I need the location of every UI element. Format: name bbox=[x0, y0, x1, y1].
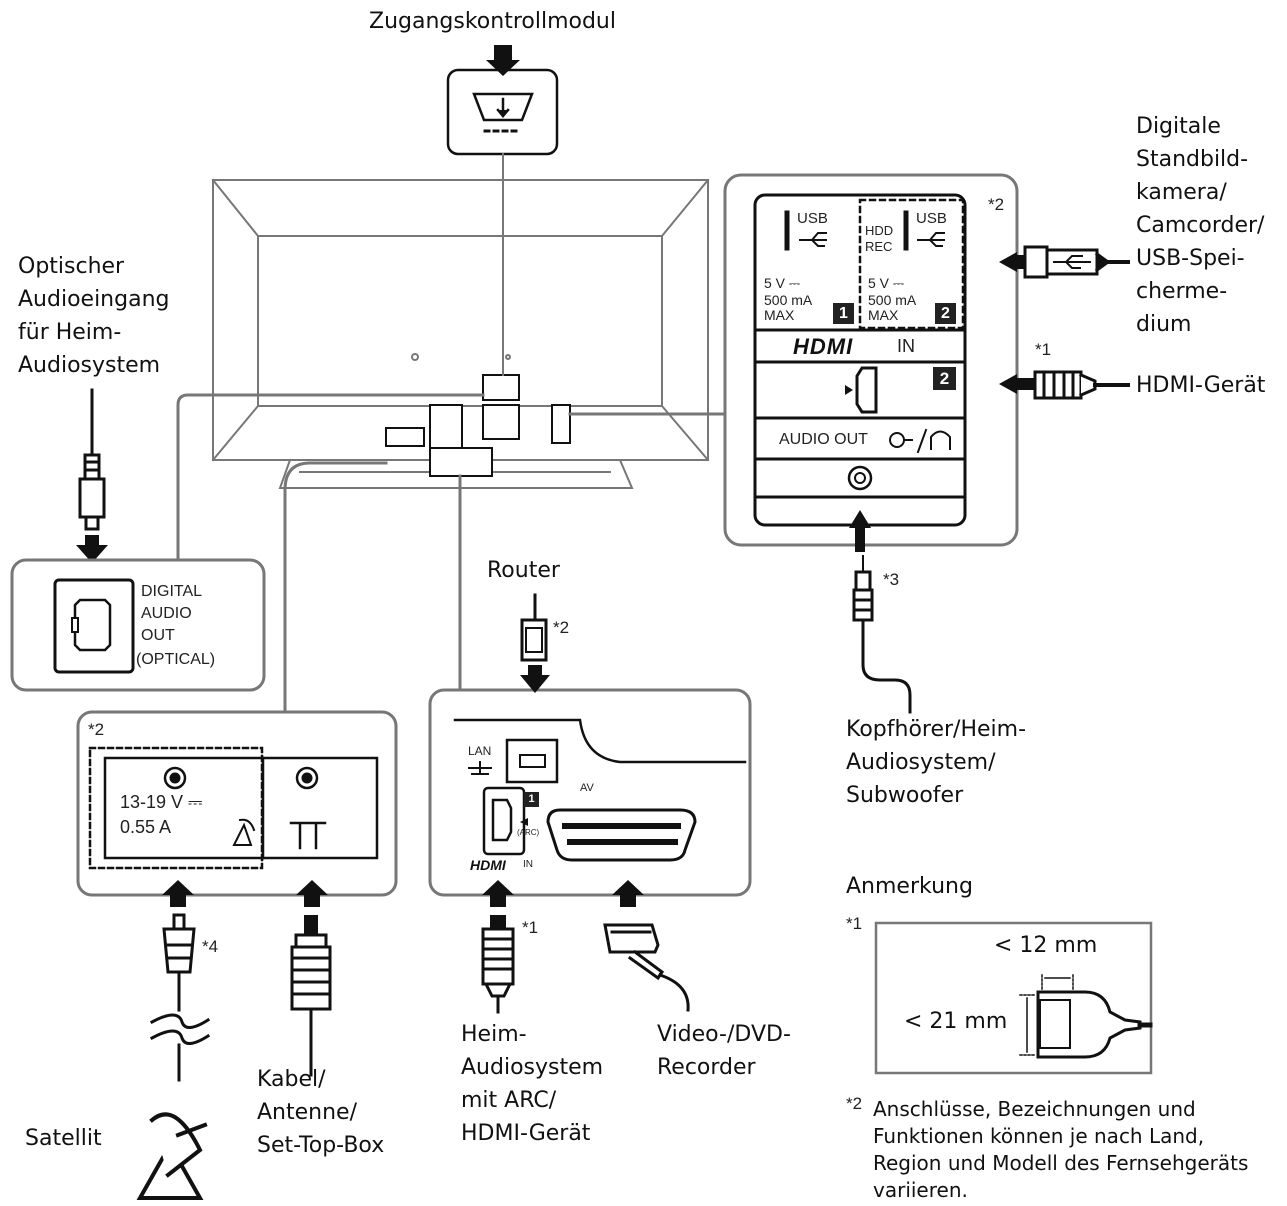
tv-rear bbox=[211, 178, 710, 489]
note-text-3: Region und Modell des Fernsehgeräts bbox=[873, 1151, 1249, 1175]
usb-device-label-7: dium bbox=[1136, 312, 1192, 337]
usb2-current: 500 mA bbox=[868, 292, 917, 308]
usb-device-label-4: Camcorder/ bbox=[1136, 213, 1265, 238]
usb1-power: 5 V ⎓ bbox=[764, 275, 801, 291]
arc-label-2: Audiosystem bbox=[461, 1055, 604, 1080]
note-width: < 12 mm bbox=[994, 933, 1098, 958]
note-box bbox=[874, 921, 1153, 1075]
arc-label-4: HDMI-Gerät bbox=[461, 1121, 591, 1146]
note-text-2: Funktionen können je nach Land, bbox=[873, 1124, 1205, 1148]
usb-device-label-1: Digitale bbox=[1136, 114, 1221, 139]
antenna-panel bbox=[76, 461, 398, 897]
tv-terminals bbox=[385, 374, 571, 477]
note-title: Anmerkung bbox=[846, 874, 973, 899]
hdmi1-logo: HDMI bbox=[470, 857, 506, 873]
hdmi1-number-badge: 1 bbox=[524, 792, 539, 807]
usb2-power: 5 V ⎓ bbox=[868, 275, 905, 291]
optical-section bbox=[10, 388, 485, 692]
cam-arrow bbox=[486, 45, 520, 76]
arc-label-1: Heim- bbox=[461, 1022, 527, 1047]
sat-current: 0.55 A bbox=[120, 817, 172, 837]
router-ref: *2 bbox=[553, 618, 570, 637]
hdmi1-in: IN bbox=[523, 859, 533, 870]
usb1-current: 500 mA bbox=[764, 292, 813, 308]
usb-ref: *2 bbox=[988, 195, 1005, 214]
center-panel bbox=[428, 474, 752, 897]
usb1-max: MAX bbox=[764, 307, 795, 323]
arc-label-3: mit ARC/ bbox=[461, 1088, 557, 1113]
router-plug bbox=[520, 593, 550, 693]
usb-device-label-2: Standbild- bbox=[1136, 147, 1249, 172]
satellite-dish bbox=[136, 1112, 208, 1200]
audio-out-label: AUDIO OUT bbox=[779, 431, 868, 448]
usb2-number-badge: 2 bbox=[935, 303, 956, 324]
usb2-rec: REC bbox=[865, 239, 893, 254]
usb-cable bbox=[999, 245, 1130, 279]
arc-port-label: (ARC) bbox=[517, 828, 540, 837]
optical-label-3: für Heim- bbox=[18, 320, 122, 345]
optical-label-1: Optischer bbox=[18, 254, 125, 279]
usb-device-label-5: USB-Spei- bbox=[1136, 246, 1245, 271]
cable-label-2: Antenne/ bbox=[257, 1100, 357, 1125]
sat-voltage: 13-19 V ⎓ bbox=[120, 792, 203, 812]
headphones-label-3: Subwoofer bbox=[846, 783, 964, 808]
usb1-label: USB bbox=[797, 210, 828, 227]
hdmi2-number-badge: 2 bbox=[933, 367, 956, 390]
av-label: AV bbox=[580, 782, 594, 794]
lan-label: LAN bbox=[468, 744, 492, 758]
antenna-panel-ref: *2 bbox=[88, 720, 105, 739]
recorder-label-1: Video-/DVD- bbox=[657, 1022, 791, 1047]
cable-label-1: Kabel/ bbox=[257, 1067, 326, 1092]
usb2-label: USB bbox=[916, 210, 947, 227]
cable-label-3: Set-Top-Box bbox=[257, 1133, 385, 1158]
sat-connector bbox=[149, 880, 211, 1082]
hdmi-ref: *1 bbox=[1035, 340, 1052, 359]
audio-out-ref: *3 bbox=[883, 570, 900, 589]
digital-label-3: OUT bbox=[141, 627, 175, 644]
usb-device-label-3: kamera/ bbox=[1136, 180, 1227, 205]
arc-ref: *1 bbox=[522, 918, 539, 937]
note-text-4: variieren. bbox=[873, 1178, 968, 1202]
usb2-max: MAX bbox=[868, 307, 899, 323]
recorder-label-2: Recorder bbox=[657, 1055, 756, 1080]
hdmi-cable bbox=[999, 370, 1130, 400]
hdmi-device-label: HDMI-Gerät bbox=[1136, 373, 1266, 398]
scart-cable bbox=[603, 880, 690, 1012]
audio-cable bbox=[849, 510, 912, 714]
usb-device-label-6: cherme- bbox=[1136, 279, 1228, 304]
note-height: < 21 mm bbox=[904, 1009, 1008, 1034]
hdmi2-in: IN bbox=[897, 336, 915, 356]
digital-label-1: DIGITAL bbox=[141, 583, 203, 600]
sat-ref: *4 bbox=[202, 937, 219, 956]
cam-slot bbox=[446, 68, 559, 376]
satellite-label: Satellit bbox=[25, 1126, 102, 1151]
cam-label: Zugangskontrollmodul bbox=[369, 9, 616, 34]
arc-hdmi-cable bbox=[481, 880, 515, 1014]
headphones-label-2: Audiosystem/ bbox=[846, 750, 996, 775]
optical-port-label: (OPTICAL) bbox=[136, 651, 216, 668]
side-panel bbox=[723, 173, 1019, 547]
headphones-label-1: Kopfhörer/Heim- bbox=[846, 717, 1027, 742]
usb2-hdd: HDD bbox=[865, 223, 894, 238]
digital-label-2: AUDIO bbox=[141, 605, 192, 622]
router-label: Router bbox=[487, 558, 560, 583]
optical-label-2: Audioeingang bbox=[18, 287, 170, 312]
usb1-number-badge: 1 bbox=[833, 303, 854, 324]
note-ref-2: *2 bbox=[846, 1094, 863, 1113]
note-text-1: Anschlüsse, Bezeichnungen und bbox=[873, 1097, 1196, 1121]
note-ref-1: *1 bbox=[846, 914, 863, 933]
hdmi2-logo: HDMI bbox=[793, 334, 854, 359]
optical-label-4: Audiosystem bbox=[18, 353, 161, 378]
cable-connector bbox=[290, 880, 332, 1077]
